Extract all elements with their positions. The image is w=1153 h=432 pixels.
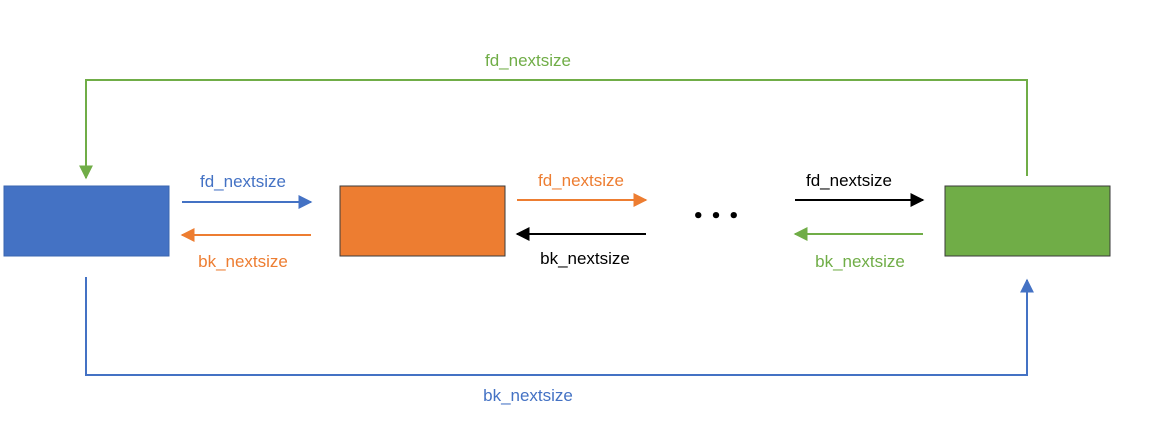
prev-to-green-label: fd_nextsize <box>806 171 892 190</box>
ellipsis: • • • <box>692 206 739 227</box>
top-loop-arrow <box>79 79 1028 180</box>
blue-to-orange-label: fd_nextsize <box>200 172 286 191</box>
chunk-orange <box>339 185 506 257</box>
green-to-prev-label: bk_nextsize <box>815 252 905 271</box>
chunk-blue <box>3 185 170 257</box>
orange-to-next-label: fd_nextsize <box>538 171 624 190</box>
next-to-orange-label: bk_nextsize <box>540 249 630 268</box>
chunk-green <box>944 185 1111 257</box>
bottom-loop-arrow <box>85 277 1034 376</box>
top-loop-label: fd_nextsize <box>485 51 571 70</box>
orange-to-blue-label: bk_nextsize <box>198 252 288 271</box>
bottom-loop-label: bk_nextsize <box>483 386 573 405</box>
